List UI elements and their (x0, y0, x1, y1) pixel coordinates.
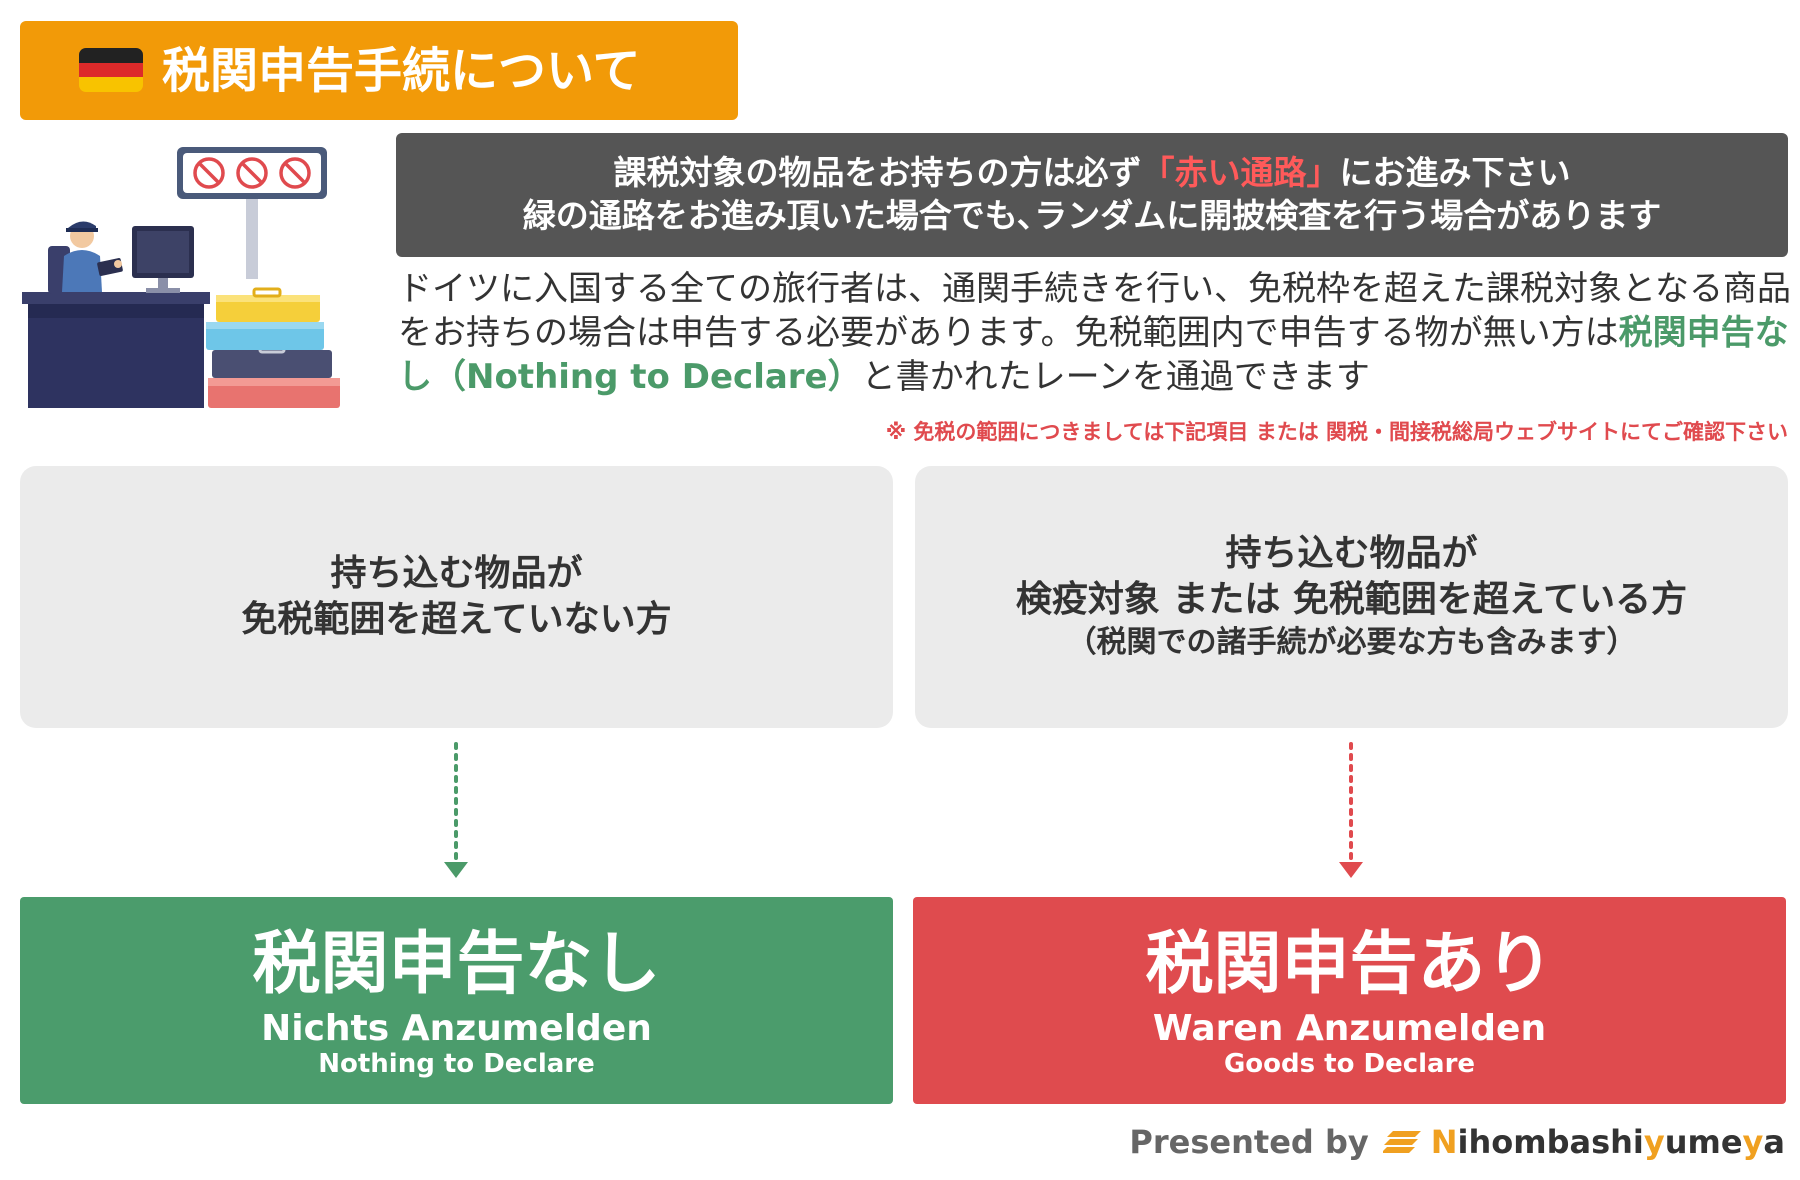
condition-line: 検疫対象 または 免税範囲を超えている方 (1015, 579, 1688, 620)
customs-desk-icon (22, 292, 210, 408)
condition-note: （税関での諸手続が必要な方も含みます） (1066, 625, 1637, 660)
lane-nothing-to-declare: 税関申告なし Nichts Anzumelden Nothing to Decl… (20, 897, 893, 1104)
flag-stripe-black (79, 48, 143, 63)
brand-part: a (1763, 1123, 1785, 1161)
luggage-stack-icon (206, 287, 340, 408)
lane-title-de: Waren Anzumelden (1152, 1008, 1547, 1049)
page-title: 税関申告手続について (162, 43, 641, 99)
brand-part: ihombashi (1457, 1123, 1644, 1161)
notice-text: 課税対象の物品をお持ちの方は必ず (613, 153, 1142, 192)
german-flag-icon (79, 48, 143, 92)
credit: Presented by Nihombashiyumeya (1129, 1123, 1785, 1161)
description-paragraph: ドイツに入国する全ての旅行者は、通関手続きを行い、免税枠を超えた課税対象となる商… (398, 267, 1793, 399)
lane-title-en: Goods to Declare (1223, 1049, 1476, 1079)
lane-title-jp: 税関申告あり (1145, 925, 1554, 1004)
condition-line: 持ち込む物品が (330, 553, 583, 594)
title-banner: 税関申告手続について (20, 21, 738, 120)
description-text: ドイツに入国する全ての旅行者は、通関手続きを行い、免税枠を超えた課税対象となる商… (398, 269, 1791, 353)
notice-box: 課税対象の物品をお持ちの方は必ず「赤い通路」にお進み下さい 緑の通路をお進み頂い… (396, 133, 1788, 257)
brand-part: N (1430, 1123, 1458, 1161)
condition-box-no-declare: 持ち込む物品が 免税範囲を超えていない方 (20, 466, 893, 728)
brand-name: Nihombashiyumeya (1431, 1123, 1785, 1161)
footnote: ※ 免税の範囲につきましては下記項目 または 関税・間接税総局ウェブサイトにてご… (885, 420, 1788, 444)
credit-prefix: Presented by (1129, 1123, 1369, 1161)
down-arrow-red-icon (1339, 742, 1363, 878)
lane-title-en: Nothing to Declare (318, 1049, 595, 1079)
lane-title-de: Nichts Anzumelden (261, 1008, 652, 1049)
condition-box-declare: 持ち込む物品が 検疫対象 または 免税範囲を超えている方 （税関での諸手続が必要… (915, 466, 1788, 728)
nihombashiyumeya-logo-icon (1382, 1131, 1421, 1153)
flag-stripe-gold (79, 77, 143, 92)
lane-title-jp: 税関申告なし (252, 925, 661, 1004)
prohibited-items-sign-icon (177, 147, 327, 279)
notice-line-2: 緑の通路をお進み頂いた場合でも､ランダムに開披検査を行う場合があります (522, 196, 1662, 235)
computer-monitor-icon (132, 226, 194, 293)
red-lane-highlight: 「赤い通路」 (1141, 153, 1340, 192)
brand-part: y (1643, 1123, 1665, 1161)
condition-line: 持ち込む物品が (1225, 533, 1478, 574)
lane-goods-to-declare: 税関申告あり Waren Anzumelden Goods to Declare (913, 897, 1786, 1104)
customs-illustration (22, 147, 340, 408)
description-text: と書かれたレーンを通過できます (861, 357, 1370, 397)
nothing-to-declare-highlight: 税関申告なし（Nothing to Declare） (398, 313, 1789, 397)
brand-part: y (1742, 1123, 1764, 1161)
flag-stripe-red (79, 62, 143, 78)
down-arrow-green-icon (444, 742, 468, 878)
condition-line: 免税範囲を超えていない方 (241, 599, 672, 640)
notice-line-1: 課税対象の物品をお持ちの方は必ず「赤い通路」にお進み下さい (396, 151, 1788, 194)
notice-text: にお進み下さい (1339, 153, 1571, 192)
brand-part: ume (1664, 1123, 1743, 1161)
customs-officer-icon (48, 221, 123, 294)
